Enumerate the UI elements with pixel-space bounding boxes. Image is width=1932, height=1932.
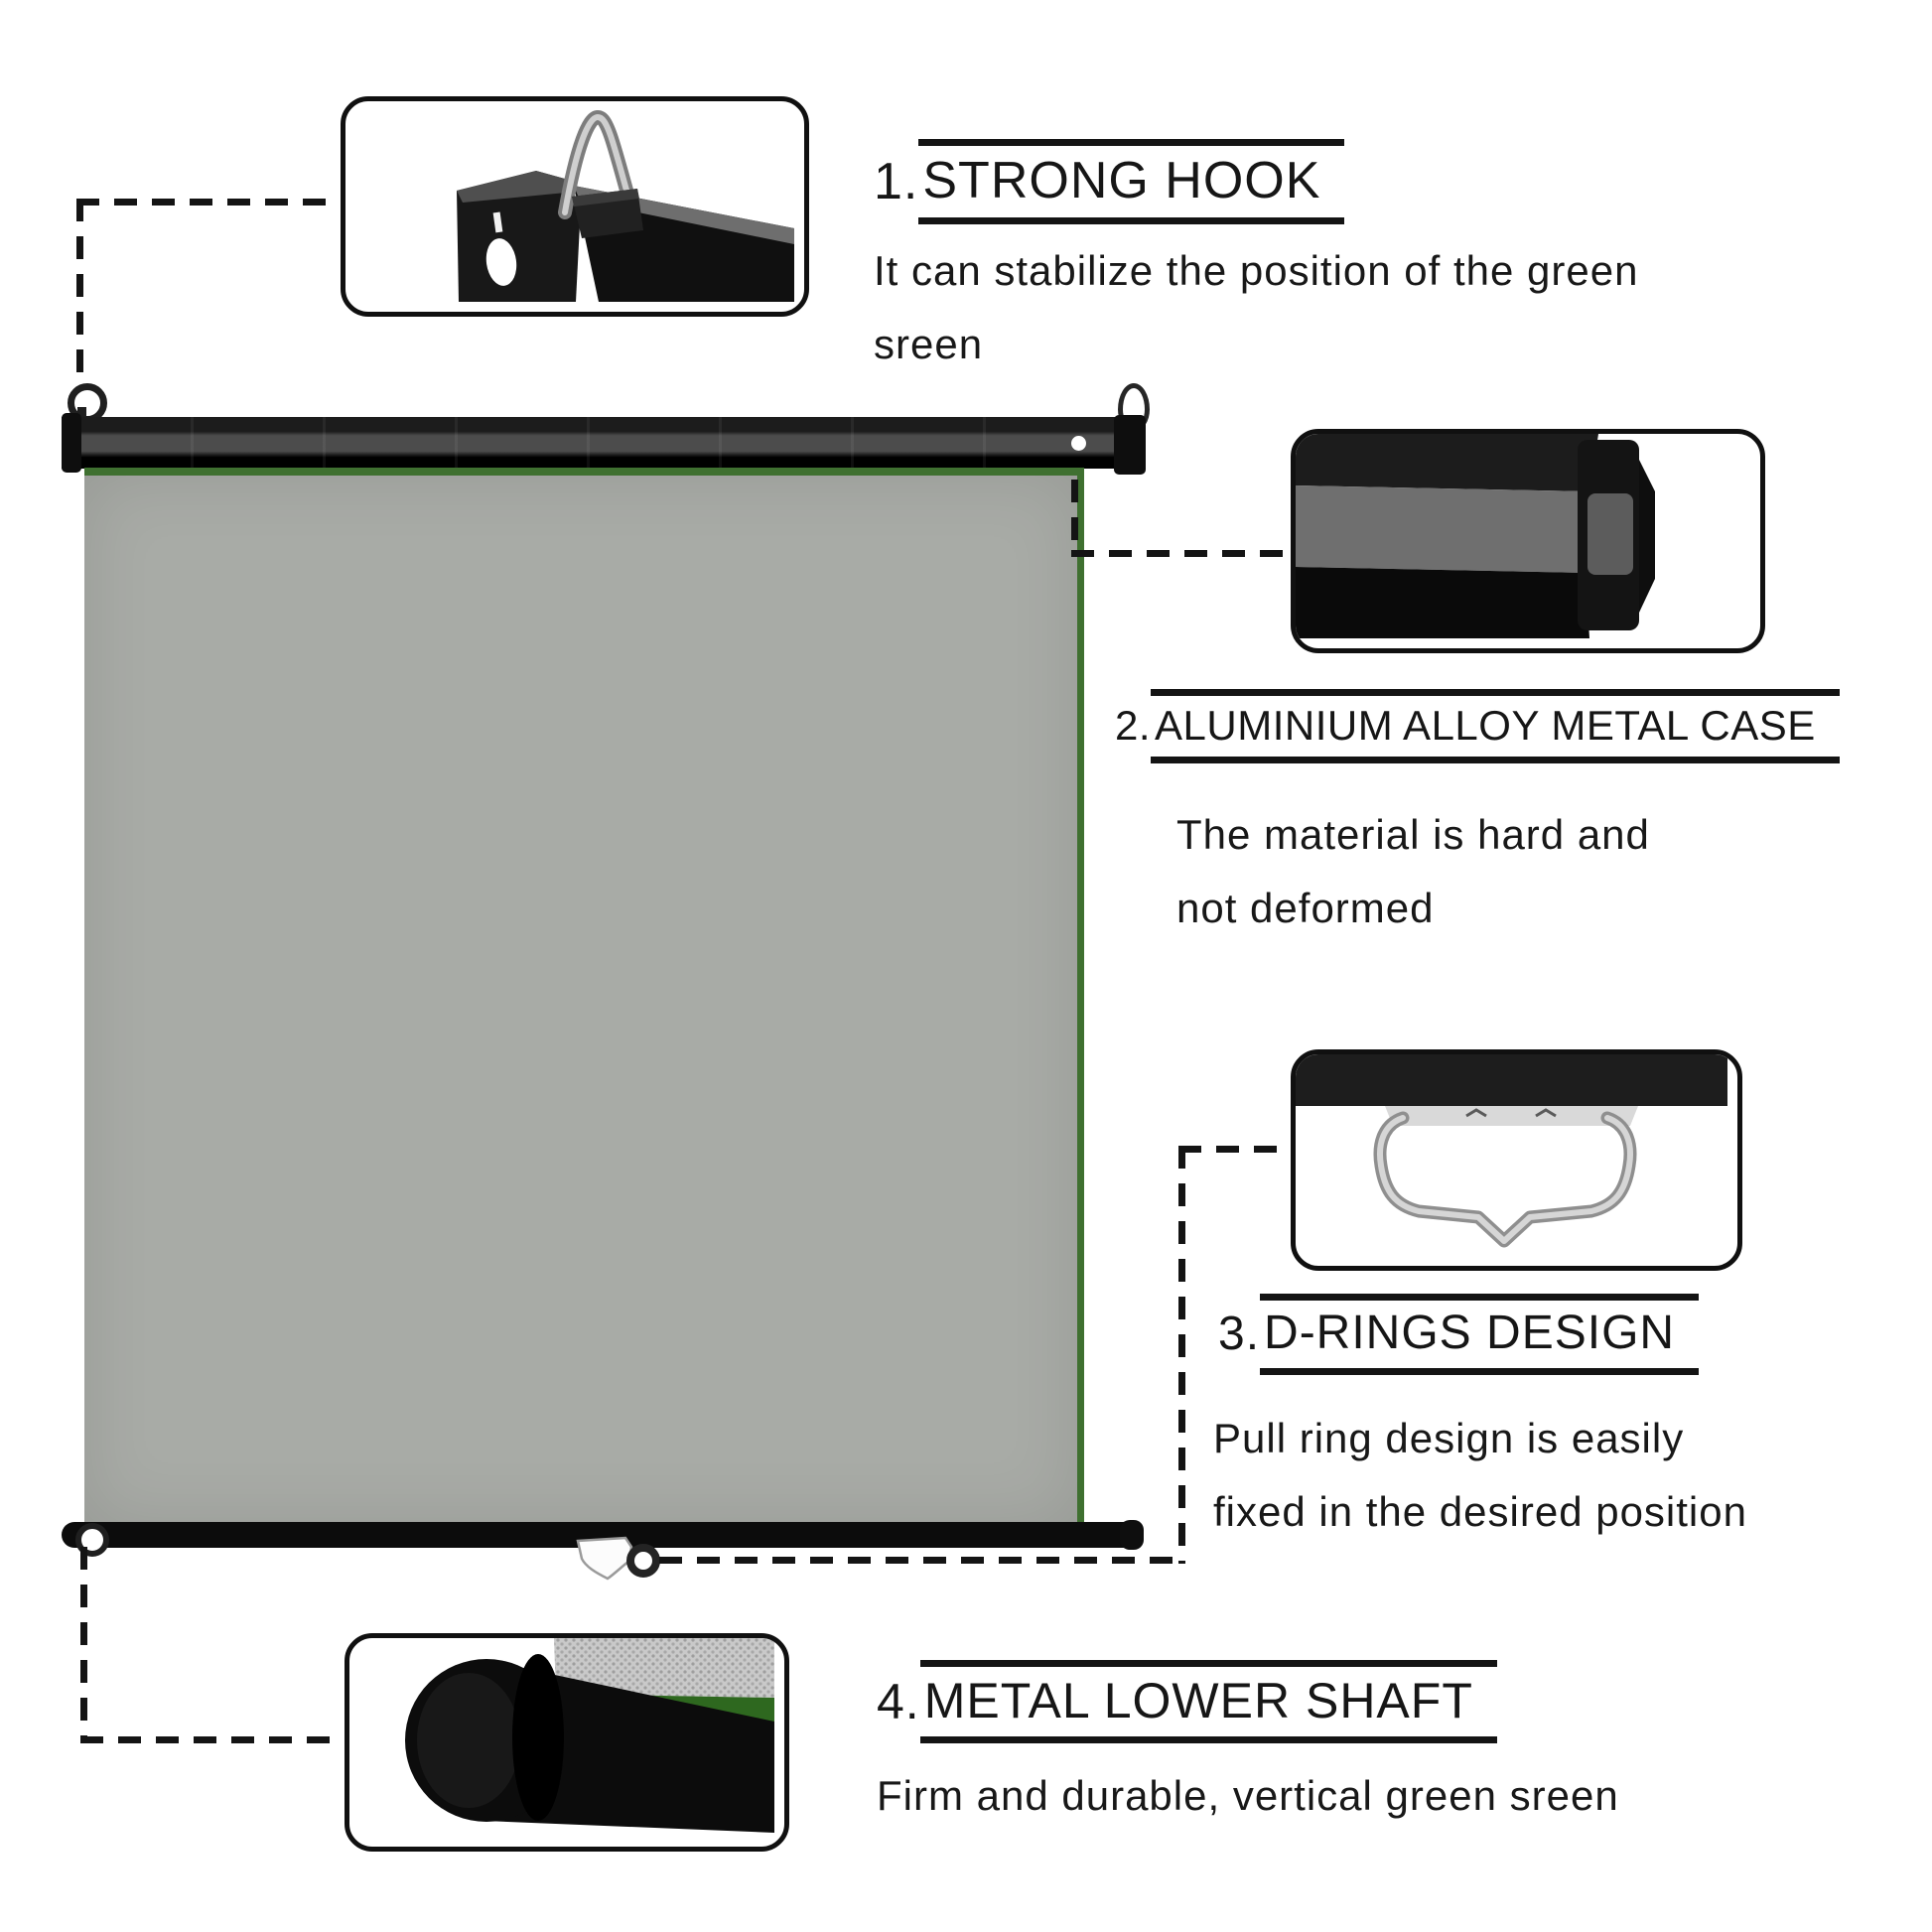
- section-4-body: Firm and durable, vertical green sreen: [877, 1759, 1619, 1833]
- section-2-body-line-1: The material is hard and: [1176, 811, 1650, 858]
- screen-fabric: [84, 476, 1077, 1524]
- section-1-title: 1.STRONG HOOK: [874, 139, 1345, 225]
- top-case-bar: [62, 417, 1146, 469]
- section-1-title-text: STRONG HOOK: [918, 139, 1345, 225]
- section-3-title-text: D-RINGS DESIGN: [1260, 1294, 1700, 1375]
- top-bar-screw-dot: [1071, 436, 1086, 451]
- connector-1-vertical: [76, 199, 83, 385]
- screen-green-top-edge: [84, 468, 1084, 476]
- connector-4-horizontal: [80, 1736, 348, 1743]
- section-3-body-line-1: Pull ring design is easily: [1213, 1415, 1685, 1461]
- hook-callout-box: [341, 96, 809, 317]
- section-4-title: 4.METAL LOWER SHAFT: [877, 1660, 1497, 1743]
- connector-2-vertical: [1071, 480, 1078, 557]
- top-bar-left-cap: [62, 413, 81, 473]
- section-4-number: 4.: [877, 1674, 920, 1729]
- section-4-body-line-1: Firm and durable, vertical green sreen: [877, 1772, 1619, 1819]
- d-ring-callout-box: [1291, 1049, 1742, 1271]
- section-1-number: 1.: [874, 153, 919, 210]
- section-3-title: 3.D-RINGS DESIGN: [1218, 1294, 1700, 1375]
- section-2-body-line-2: not deformed: [1176, 885, 1435, 931]
- section-3-number: 3.: [1218, 1308, 1261, 1360]
- top-left-eyelet-stem: [77, 407, 86, 421]
- section-2-number: 2.: [1115, 702, 1152, 749]
- connector-3-horizontal-lower: [659, 1557, 1185, 1564]
- connector-2-horizontal: [1071, 550, 1294, 557]
- metal-case-callout-box: [1291, 429, 1765, 653]
- lower-shaft-callout-box: [345, 1633, 789, 1852]
- screen-green-right-edge: [1077, 476, 1084, 1524]
- section-3-body-line-2: fixed in the desired position: [1213, 1488, 1747, 1535]
- d-ring-closeup-photo: [1296, 1054, 1727, 1248]
- connector-1-horizontal: [76, 199, 343, 206]
- section-3-body: Pull ring design is easily fixed in the …: [1213, 1402, 1747, 1549]
- metal-case-closeup-photo: [1296, 434, 1655, 638]
- section-1-body-line-1: It can stabilize the position of the gre…: [874, 247, 1639, 294]
- hook-closeup-photo: [457, 109, 794, 302]
- connector-3-vertical: [1178, 1146, 1185, 1564]
- pull-ring: [576, 1536, 660, 1581]
- connector-4-vertical: [80, 1547, 87, 1743]
- section-4-title-text: METAL LOWER SHAFT: [919, 1660, 1497, 1743]
- lower-shaft-closeup-photo: [405, 1638, 774, 1833]
- section-2-body: The material is hard and not deformed: [1176, 798, 1650, 945]
- section-1-body-line-2: sreen: [874, 321, 984, 367]
- section-1-body: It can stabilize the position of the gre…: [874, 234, 1638, 381]
- section-2-title-text: ALUMINIUM ALLOY METAL CASE: [1151, 689, 1840, 764]
- bottom-bar-right-cap: [1120, 1520, 1144, 1550]
- top-bar-right-cap: [1114, 415, 1146, 475]
- section-2-title: 2.ALUMINIUM ALLOY METAL CASE: [1115, 689, 1840, 764]
- connector-3-horizontal-upper: [1178, 1146, 1294, 1153]
